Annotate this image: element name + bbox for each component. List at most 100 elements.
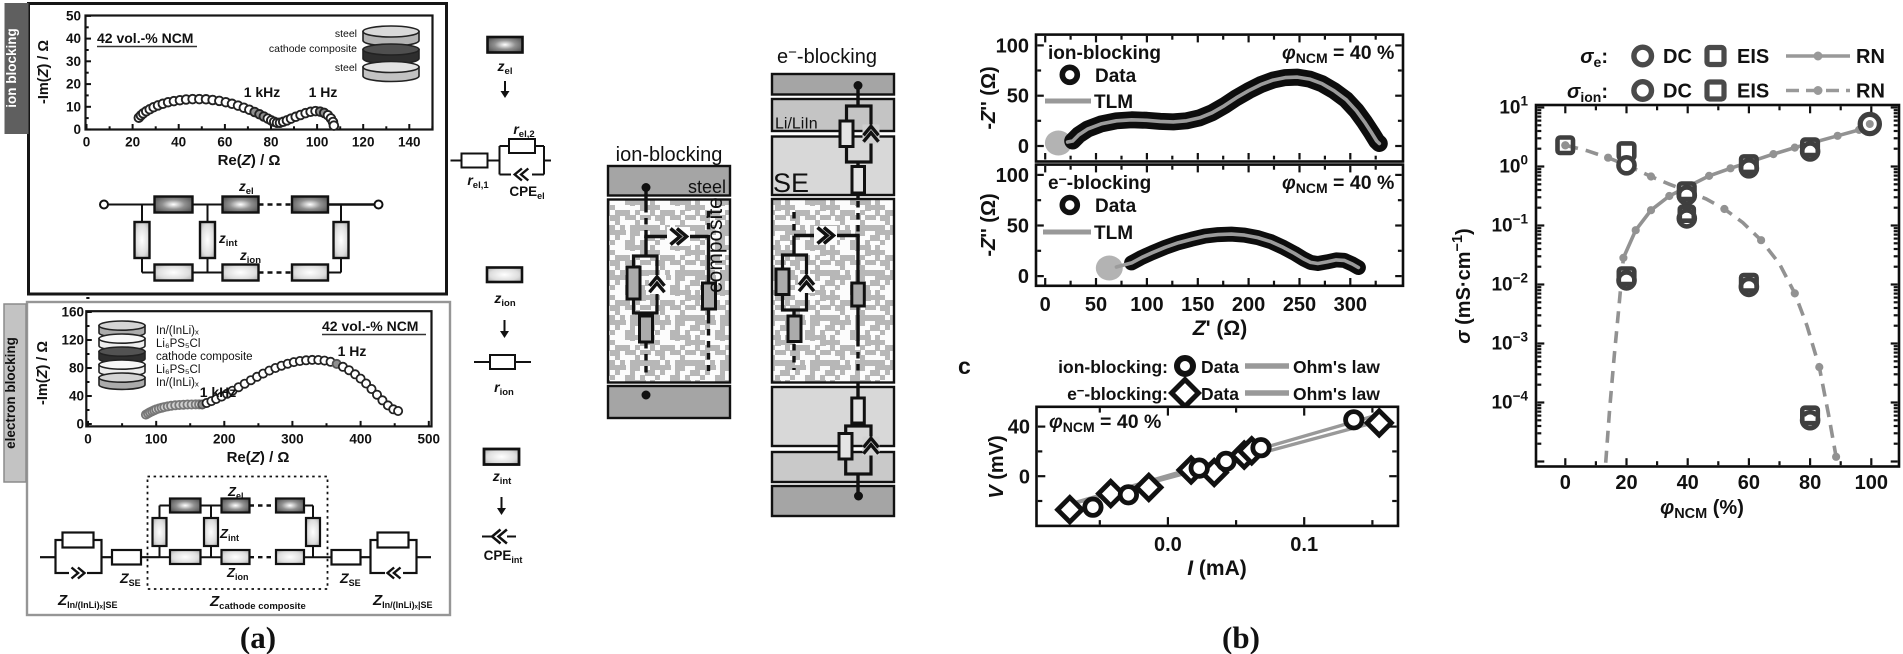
svg-text:rel,2: rel,2	[513, 121, 534, 140]
svg-text:120: 120	[352, 135, 375, 150]
svg-text:250: 250	[1283, 294, 1316, 316]
svg-text:DC: DC	[1663, 81, 1692, 103]
svg-text:1 Hz: 1 Hz	[309, 84, 338, 100]
svg-text:-Im(Z) / Ω: -Im(Z) / Ω	[35, 341, 51, 405]
svg-text:RN: RN	[1856, 46, 1885, 68]
svg-text:160: 160	[61, 305, 84, 320]
svg-text:50: 50	[1085, 294, 1107, 316]
svg-text:ion-blocking: ion-blocking	[1048, 43, 1161, 64]
svg-text:Data: Data	[1095, 66, 1137, 87]
svg-text:ZSE: ZSE	[339, 570, 361, 588]
svg-text:400: 400	[349, 432, 372, 447]
svg-text:200: 200	[1232, 294, 1265, 316]
svg-text:1 kHz: 1 kHz	[244, 84, 281, 100]
svg-text:0.1: 0.1	[1290, 534, 1318, 556]
svg-text:Zcathode composite: Zcathode composite	[209, 593, 306, 612]
svg-text:ZIn/(InLi)ₓ|SE: ZIn/(InLi)ₓ|SE	[372, 592, 432, 610]
svg-text:10−3: 10−3	[1491, 330, 1528, 355]
svg-text:rel,1: rel,1	[467, 172, 489, 191]
svg-text:EIS: EIS	[1737, 46, 1769, 68]
svg-text:Zel: Zel	[227, 484, 243, 501]
svg-text:150: 150	[1181, 294, 1214, 316]
svg-text:ion-blocking: ion-blocking	[616, 144, 723, 166]
svg-text:100: 100	[996, 165, 1029, 187]
svg-text:0: 0	[73, 122, 81, 137]
svg-text:0: 0	[76, 417, 84, 432]
svg-text:steel: steel	[335, 62, 357, 74]
svg-text:40: 40	[1677, 472, 1699, 494]
svg-text:0: 0	[1018, 136, 1029, 158]
svg-text:Re(Z) / Ω: Re(Z) / Ω	[218, 152, 281, 169]
svg-text:In/(InLi)ₓ: In/(InLi)ₓ	[156, 325, 199, 337]
svg-text:-Im(Z) / Ω: -Im(Z) / Ω	[36, 40, 52, 104]
svg-text:Ohm's law: Ohm's law	[1293, 357, 1380, 377]
svg-text:steel: steel	[335, 28, 357, 40]
svg-text:steel: steel	[688, 177, 726, 197]
svg-text:42 vol.-% NCM: 42 vol.-% NCM	[97, 30, 193, 46]
svg-text:20: 20	[66, 77, 81, 92]
svg-text:DC: DC	[1663, 46, 1692, 68]
svg-text:composite: composite	[704, 197, 727, 293]
svg-text:ZSE: ZSE	[119, 570, 141, 588]
svg-text:ZIn/(InLi)ₓ|SE: ZIn/(InLi)ₓ|SE	[57, 592, 117, 610]
svg-text:rion: rion	[494, 379, 514, 398]
svg-text:SE: SE	[773, 168, 809, 198]
svg-text:ion-blocking:: ion-blocking:	[1058, 357, 1168, 377]
svg-text:cathode composite: cathode composite	[156, 351, 253, 363]
svg-text:TLM: TLM	[1094, 92, 1133, 113]
svg-text:Li/LiIn: Li/LiIn	[775, 116, 818, 133]
svg-text:50: 50	[1007, 86, 1029, 108]
svg-text:10: 10	[66, 99, 81, 114]
svg-text:φNCM = 40 %: φNCM = 40 %	[1282, 172, 1394, 196]
svg-text:0: 0	[83, 135, 91, 150]
svg-text:140: 140	[398, 135, 421, 150]
svg-text:Data: Data	[1201, 357, 1239, 377]
svg-text:20: 20	[125, 135, 140, 150]
svg-text:zel: zel	[497, 58, 513, 77]
svg-text:(b): (b)	[1222, 620, 1260, 654]
svg-text:zion: zion	[493, 290, 515, 309]
svg-text:0: 0	[84, 432, 92, 447]
svg-text:120: 120	[61, 333, 84, 348]
svg-text:100: 100	[996, 35, 1029, 57]
svg-text:Ohm's law: Ohm's law	[1293, 384, 1380, 404]
svg-text:40: 40	[69, 389, 84, 404]
svg-text:Zion: Zion	[226, 565, 248, 582]
svg-text:Data: Data	[1095, 196, 1137, 217]
svg-text:φNCM = 40 %: φNCM = 40 %	[1049, 411, 1161, 435]
svg-text:100: 100	[306, 135, 329, 150]
svg-text:I (mA): I (mA)	[1187, 557, 1247, 580]
svg-text:-Z'' (Ω): -Z'' (Ω)	[978, 193, 1000, 256]
svg-text:CPEel: CPEel	[509, 184, 544, 201]
svg-text:80: 80	[69, 361, 84, 376]
svg-text:σe:: σe:	[1580, 46, 1608, 70]
svg-text:CPEint: CPEint	[484, 548, 523, 565]
svg-text:100: 100	[145, 432, 168, 447]
svg-text:Data: Data	[1201, 384, 1239, 404]
svg-text:1 Hz: 1 Hz	[338, 343, 367, 359]
svg-text:σion:: σion:	[1567, 81, 1608, 105]
svg-text:0: 0	[1019, 467, 1030, 489]
svg-text:Li₆PS₅Cl: Li₆PS₅Cl	[156, 364, 200, 376]
svg-text:zel: zel	[238, 179, 254, 197]
svg-text:0.0: 0.0	[1154, 534, 1182, 556]
svg-text:200: 200	[213, 432, 236, 447]
svg-text:V (mV): V (mV)	[986, 435, 1008, 498]
svg-text:50: 50	[1007, 216, 1029, 238]
svg-text:cathode composite: cathode composite	[269, 43, 357, 55]
svg-text:(a): (a)	[240, 620, 276, 654]
svg-text:RN: RN	[1856, 81, 1885, 103]
svg-text:zint: zint	[218, 231, 238, 249]
svg-text:zint: zint	[492, 468, 512, 487]
svg-text:60: 60	[1738, 472, 1760, 494]
svg-text:100: 100	[1855, 472, 1888, 494]
svg-text:e−-blocking:: e−-blocking:	[1067, 383, 1168, 404]
svg-text:electron blocking: electron blocking	[3, 337, 18, 449]
svg-text:φNCM = 40 %: φNCM = 40 %	[1282, 42, 1394, 66]
svg-text:300: 300	[1334, 294, 1367, 316]
svg-text:zion: zion	[239, 248, 261, 266]
svg-text:40: 40	[171, 135, 186, 150]
svg-text:EIS: EIS	[1737, 81, 1769, 103]
svg-text:-Z'' (Ω): -Z'' (Ω)	[978, 66, 1000, 129]
svg-text:30: 30	[66, 54, 81, 69]
